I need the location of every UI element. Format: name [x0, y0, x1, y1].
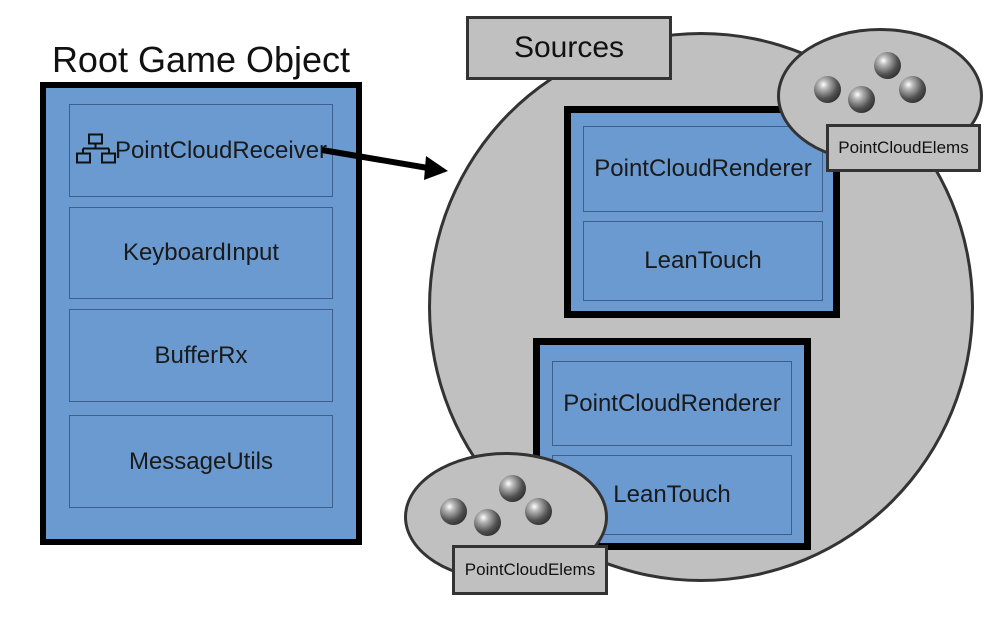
- point-sphere-icon: [499, 475, 526, 502]
- root-game-object: PointCloudReceiver KeyboardInput BufferR…: [40, 82, 362, 545]
- source-object-1: PointCloudRenderer LeanTouch: [564, 106, 840, 318]
- component-label: BufferRx: [154, 341, 248, 369]
- component-label: KeyboardInput: [122, 239, 280, 266]
- point-sphere-icon: [525, 498, 552, 525]
- point-sphere-icon: [874, 52, 901, 79]
- component-label: PointCloudRenderer: [563, 389, 781, 417]
- point-sphere-icon: [899, 76, 926, 103]
- hierarchy-icon: [76, 133, 116, 173]
- component-label: LeanTouch: [613, 481, 731, 508]
- component-leantouch: LeanTouch: [583, 221, 823, 301]
- sources-label: Sources: [466, 16, 672, 80]
- component-label: PointCloudRenderer: [594, 155, 812, 182]
- point-cloud-elems-label: PointCloudElems: [826, 124, 981, 172]
- point-sphere-icon: [474, 509, 501, 536]
- point-sphere-icon: [814, 76, 841, 103]
- component-bufferrx: BufferRx: [69, 309, 333, 402]
- point-sphere-icon: [848, 86, 875, 113]
- component-label: PointCloudReceiver: [114, 136, 328, 164]
- component-pointcloudrenderer: PointCloudRenderer: [552, 361, 792, 446]
- point-cloud-elems-label: PointCloudElems: [452, 545, 608, 595]
- point-sphere-icon: [440, 498, 467, 525]
- root-title: Root Game Object: [51, 39, 351, 80]
- component-messageutils: MessageUtils: [69, 415, 333, 508]
- component-label: LeanTouch: [644, 247, 762, 274]
- component-pointcloudreceiver: PointCloudReceiver: [69, 104, 333, 197]
- component-label: MessageUtils: [128, 447, 274, 475]
- component-pointcloudrenderer: PointCloudRenderer: [583, 126, 823, 212]
- component-keyboardinput: KeyboardInput: [69, 207, 333, 299]
